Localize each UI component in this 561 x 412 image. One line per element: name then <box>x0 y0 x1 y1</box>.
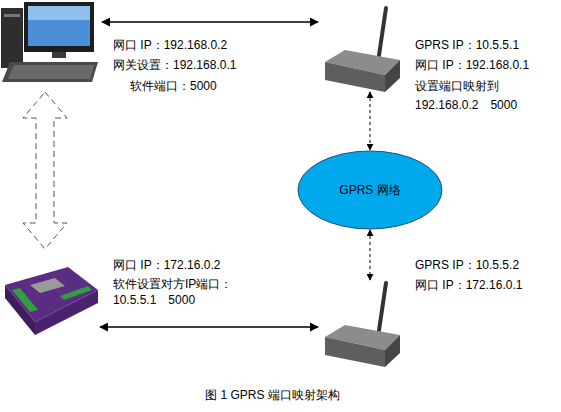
pc-stand <box>52 52 66 58</box>
computer-illustration <box>1 2 98 82</box>
node-label: GPRS IP：10.5.5.1 <box>415 37 519 53</box>
gprs-modem-node: GPRS IP：10.5.5.2网口 IP：172.16.0.1 <box>318 280 400 370</box>
dashed-link <box>370 92 371 150</box>
node-label: 设置端口映射到 <box>415 78 499 94</box>
logger-display <box>30 278 65 293</box>
modem-front <box>325 337 385 367</box>
node-label: 网口 IP：192.168.0.1 <box>415 57 529 73</box>
logger-terminal <box>12 288 38 312</box>
dashed-link <box>370 230 371 280</box>
modem-side <box>385 335 400 367</box>
node-label: GPRS IP：10.5.5.2 <box>415 257 519 273</box>
block-arrow <box>23 92 67 249</box>
modem-antenna <box>378 283 386 337</box>
node-label: 网口 IP：172.16.0.2 <box>113 257 220 273</box>
pc-tower <box>1 8 23 68</box>
pc-screen <box>28 6 90 46</box>
node-label: GPRS 网络 <box>297 182 443 198</box>
computer-node: 网口 IP：192.168.0.2网关设置：192.168.0.1软件端口：50… <box>2 2 102 84</box>
gprs-modem-illustration <box>325 8 400 92</box>
network-cloud <box>298 151 442 229</box>
node-label: 网口 IP：172.16.0.1 <box>415 277 522 293</box>
node-label: 192.168.0.2 5000 <box>415 97 517 113</box>
pc-screen-glare <box>28 6 90 20</box>
gprs-modem-illustration <box>325 283 400 367</box>
data-logger-node: 网口 IP：172.16.0.2软件设置对方IP端口：10.5.5.1 5000 <box>2 255 100 335</box>
node-label: 10.5.5.1 5000 <box>113 292 195 308</box>
data-logger-illustration <box>5 267 98 335</box>
pc-drive <box>4 14 20 17</box>
logger-terminal <box>60 286 92 300</box>
link-arrow <box>102 21 318 23</box>
pc-keyboard <box>2 62 98 82</box>
modem-front <box>325 62 385 92</box>
modem-side <box>385 60 400 92</box>
node-label: 网口 IP：192.168.0.2 <box>113 37 227 53</box>
node-label: 网关设置：192.168.0.1 <box>113 57 236 73</box>
modem-antenna <box>378 8 386 62</box>
network-ellipse: GPRS 网络 <box>297 150 443 230</box>
pc-monitor <box>24 2 94 52</box>
node-label: 软件端口：5000 <box>130 78 217 94</box>
link-arrow <box>100 326 318 328</box>
node-label: 软件设置对方IP端口： <box>113 276 232 292</box>
gprs-modem-node: GPRS IP：10.5.5.1网口 IP：192.168.0.1设置端口映射到… <box>318 2 400 92</box>
figure-caption: 图 1 GPRS 端口映射架构 <box>0 387 545 403</box>
pc-keys <box>8 65 94 79</box>
